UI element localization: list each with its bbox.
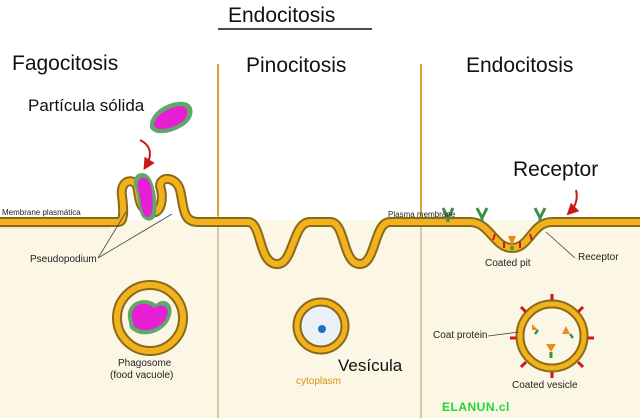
pseudopodium-leader-1 (97, 211, 127, 259)
label-membrane-plasmatica: Membrane plasmática (2, 208, 81, 217)
watermark: ELANUN.cl (442, 400, 510, 414)
entry-arrow (139, 139, 155, 171)
receptor-arrow (566, 189, 580, 216)
label-cytoplasm: cytoplasm (296, 376, 342, 387)
label-food-vacuole: (food vacuole) (110, 370, 174, 381)
receptor-leader (545, 231, 576, 259)
label-receptor-big: Receptor (513, 158, 599, 181)
solid-particle (149, 101, 193, 134)
coated-vesicle (510, 294, 594, 378)
label-receptor-small: Receptor (578, 252, 619, 263)
label-coated-pit: Coated pit (485, 258, 531, 269)
heading-pinocitosis: Pinocitosis (246, 54, 347, 77)
heading-endocitosis: Endocitosis (466, 54, 574, 77)
label-particula-solida: Partícula sólida (28, 96, 145, 115)
coat-protein-leader (487, 331, 520, 337)
main-title: Endocitosis (228, 4, 336, 27)
label-coat-protein: Coat protein (433, 330, 488, 341)
engulfed-particle (133, 172, 157, 221)
heading-fagocitosis: Fagocitosis (12, 52, 119, 75)
label-pseudopodium: Pseudopodium (30, 254, 97, 265)
label-phagosome: Phagosome (118, 358, 172, 369)
membrane-receptors (441, 207, 547, 250)
phagosome (112, 280, 188, 356)
label-plasma-membrane: Plasma membrane (388, 210, 456, 219)
label-vesicula: Vesícula (338, 356, 403, 375)
vesicle-core (318, 325, 326, 333)
pinocytic-vesicle (292, 297, 350, 355)
pseudopodium-leader-2 (97, 213, 173, 259)
label-coated-vesicle: Coated vesicle (512, 380, 578, 391)
